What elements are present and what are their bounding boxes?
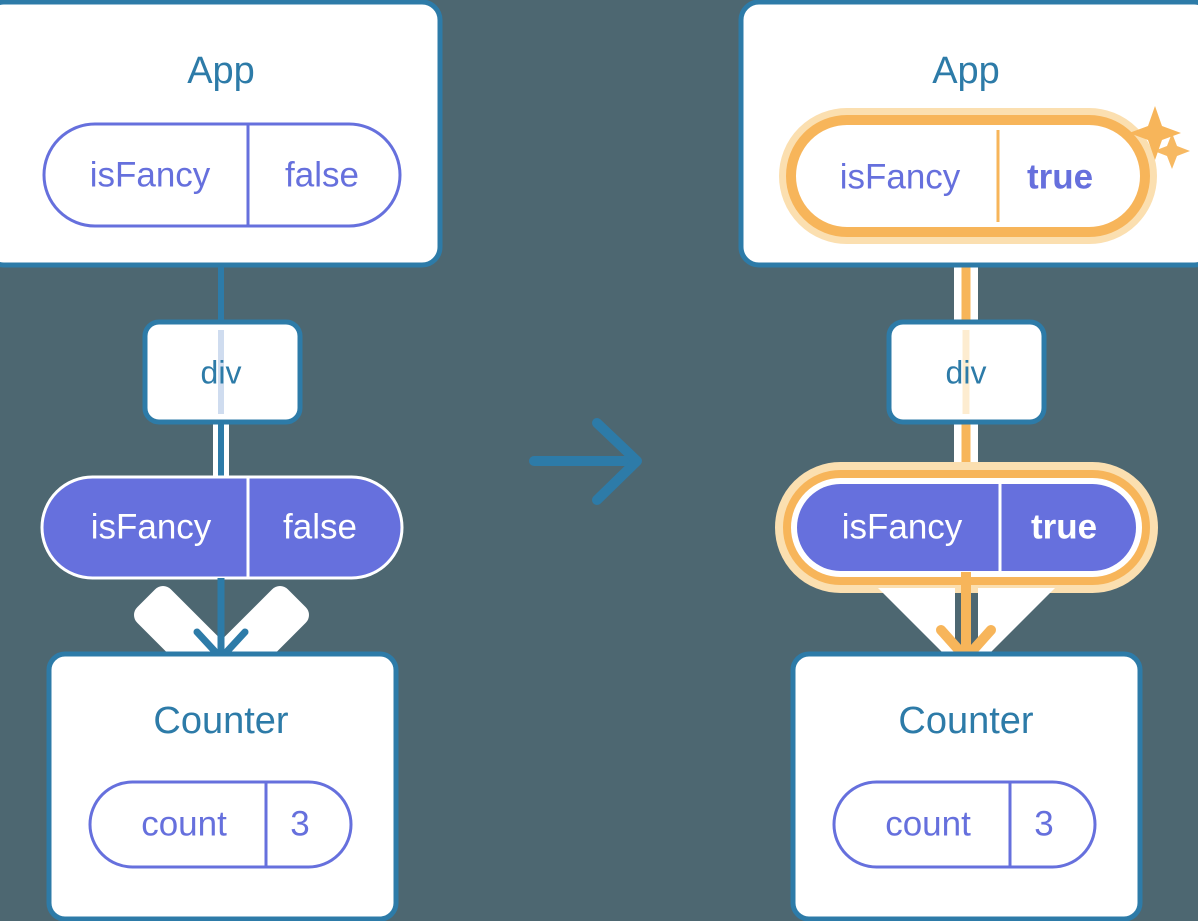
left-counter-card-title: Counter <box>153 700 289 742</box>
right-arrow-white-wedge-right <box>978 588 1055 665</box>
left-app-state-pill-value: false <box>285 155 359 194</box>
sparkle-small-icon <box>1154 133 1190 169</box>
left-props-pill-key: isFancy <box>91 507 212 546</box>
right-app-card-title: App <box>932 50 1000 92</box>
right-props-pill-key: isFancy <box>842 507 963 546</box>
right-counter-card-title: Counter <box>898 700 1034 742</box>
right-counter-state-pill-value: 3 <box>1034 804 1053 843</box>
right-app-state-pill-key: isFancy <box>840 157 961 196</box>
right-app-state-pill[interactable] <box>803 132 1133 220</box>
left-panel: App isFancy false div isFancy false Cou <box>0 0 443 921</box>
right-div-node-label: div <box>946 354 987 390</box>
transition-arrow <box>529 418 642 505</box>
left-counter-state-pill[interactable] <box>88 780 353 869</box>
right-app-state-pill-value: true <box>1027 157 1093 196</box>
left-app-state-pill[interactable] <box>42 122 402 228</box>
left-div-node-label: div <box>201 354 242 390</box>
sparkle-large-icon <box>1129 106 1181 160</box>
right-arrow-white-wedge-left <box>878 588 955 665</box>
right-counter-state-pill[interactable] <box>832 780 1097 869</box>
arrow-right-icon <box>592 418 642 505</box>
right-props-pill[interactable] <box>797 484 1136 571</box>
left-app-state-pill-key: isFancy <box>90 155 211 194</box>
right-counter-state-pill-key: count <box>885 804 971 843</box>
left-props-pill-value: false <box>283 507 357 546</box>
right-props-pill-value: true <box>1031 507 1097 546</box>
left-app-card-title: App <box>187 50 255 92</box>
right-panel: App isFancy true div isFancy true <box>738 0 1198 921</box>
left-counter-state-pill-key: count <box>141 804 227 843</box>
left-counter-state-pill-value: 3 <box>290 804 309 843</box>
